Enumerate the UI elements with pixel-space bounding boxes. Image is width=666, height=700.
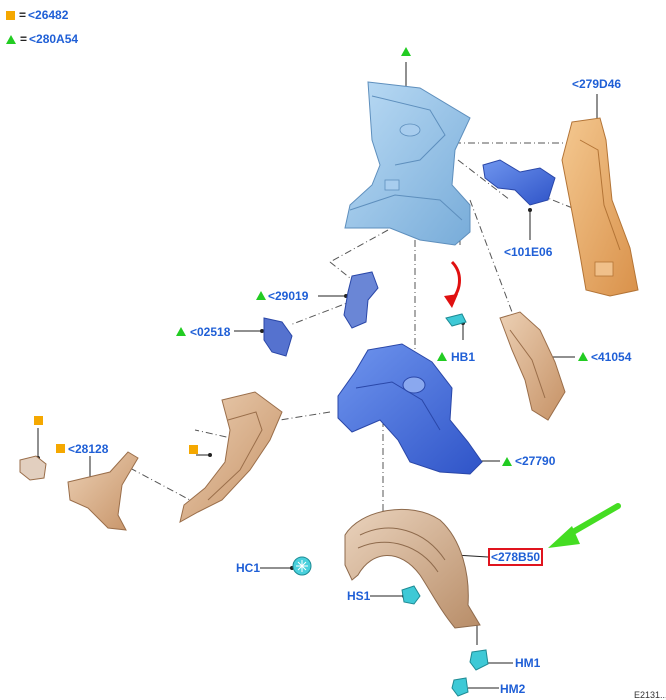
part-label-HM2[interactable]: HM2	[500, 682, 526, 696]
part-label-HC1[interactable]: HC1	[236, 561, 261, 575]
bracket-02518	[263, 317, 293, 357]
part-label-02518[interactable]: <02518	[190, 325, 231, 339]
part-label-HM1[interactable]: HM1	[515, 656, 541, 670]
bracket-28128	[67, 451, 139, 531]
upper-inner-panel	[344, 81, 471, 246]
part-label-HS1[interactable]: HS1	[347, 589, 371, 603]
green-pointer-arrow-icon	[548, 503, 621, 548]
pillar-279D46	[561, 117, 639, 297]
part-label-HB1[interactable]: HB1	[451, 350, 476, 364]
fastener-HC1	[292, 556, 312, 576]
part-label-41054[interactable]: <41054	[591, 350, 632, 364]
part-label-279D46[interactable]: <279D46	[572, 77, 622, 91]
part-label-27790[interactable]: <27790	[515, 454, 556, 468]
fastener-HB1	[445, 313, 467, 327]
leader-lines	[37, 62, 598, 689]
legend-row-triangle: =<280A54	[6, 32, 78, 46]
bracket-101E06	[482, 159, 556, 206]
red-arrow-icon	[444, 260, 461, 308]
triangle-markers	[176, 47, 588, 466]
part-label-278B50-highlighted[interactable]: <278B50	[487, 548, 544, 566]
legend-row-square: =<26482	[6, 8, 68, 22]
part-label-28128[interactable]: <28128	[68, 442, 109, 456]
legend-code: <280A54	[29, 32, 79, 46]
rear-rail	[179, 391, 283, 523]
fastener-HM2	[451, 677, 469, 697]
reinforcement-41054	[499, 311, 566, 421]
corner-reference-text: E2131...	[634, 690, 666, 700]
square-markers	[34, 416, 198, 454]
fastener-HS1	[401, 585, 421, 605]
square-marker-icon	[6, 11, 15, 21]
part-label-101E06[interactable]: <101E06	[504, 245, 553, 259]
small-bracket	[19, 455, 47, 481]
wheelhouse-27790	[337, 343, 483, 475]
fastener-HM1	[469, 649, 489, 671]
legend-code: <26482	[28, 8, 69, 22]
bracket-29019	[343, 271, 379, 329]
part-label-29019[interactable]: <29019	[268, 289, 309, 303]
triangle-marker-icon	[6, 35, 16, 45]
wheelhouse-liner-278B50	[344, 508, 481, 629]
construction-lines	[129, 142, 591, 520]
